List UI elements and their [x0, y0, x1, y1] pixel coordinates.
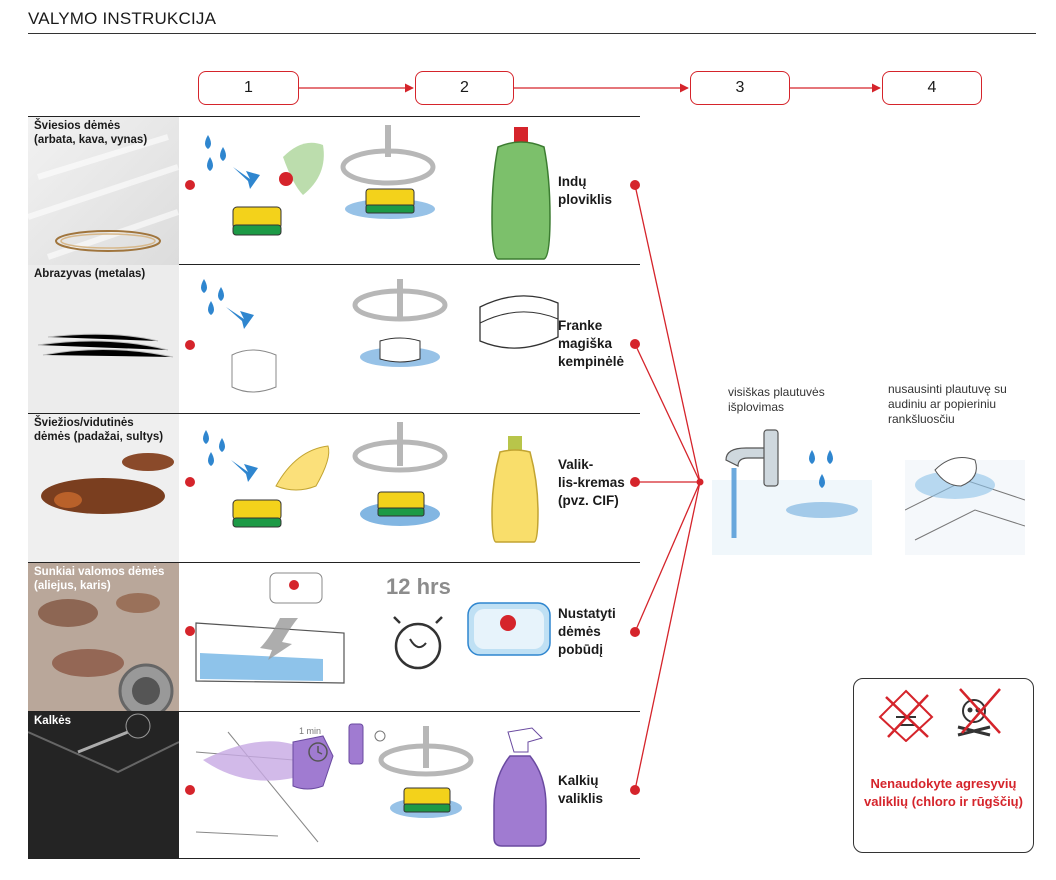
cloth-icon — [934, 457, 977, 487]
row1-illustration — [205, 125, 551, 260]
franke-sponge-icon — [479, 295, 559, 349]
photo-abrasive: Abrazyvas (metalas) — [28, 265, 179, 413]
dishwasher-tablet-icon — [467, 602, 551, 656]
faucet-icon — [725, 429, 779, 487]
title-divider — [28, 33, 1036, 34]
toxic-skull-icon — [957, 688, 1001, 737]
row-light-stains: Šviesios dėmės (arbata, kava, vynas) Ind… — [28, 117, 640, 265]
step1-dot — [185, 626, 195, 636]
row-abrasive-metal: Abrazyvas (metalas) Franke magiška kempi… — [28, 265, 640, 413]
warning-text: Nenaudokyte agresyvių valiklių (chloro i… — [864, 776, 1023, 809]
photo-heavy-stains: Sunkiai valomos dėmės (aliejus, karis) — [28, 563, 179, 711]
row-divider — [28, 711, 640, 712]
product-dot — [630, 477, 640, 487]
product-magic-sponge: Franke magiška kempinėlė — [558, 318, 625, 369]
magic-sponge-icon — [231, 349, 277, 393]
step4-text: nusausinti plautuvę su audiniu ar popier… — [888, 382, 1007, 426]
product-limescale-cleaner: Kalkių valiklis — [558, 773, 604, 806]
row3-illustration — [203, 422, 539, 543]
scrub-motion-icon — [340, 125, 436, 186]
step1-dot — [185, 785, 195, 795]
limescale-photo — [28, 712, 179, 858]
photo-light-stains: Šviesios dėmės (arbata, kava, vynas) — [28, 117, 179, 265]
step1-dot — [185, 477, 195, 487]
step-2-box: 2 — [415, 71, 514, 105]
water-drops-icon — [809, 450, 833, 488]
product-determine-stain: Nustatyti dėmės pobūdį — [558, 606, 616, 657]
row-label: Sunkiai valomos dėmės (aliejus, karis) — [34, 566, 165, 592]
step1-dot — [185, 180, 195, 190]
water-drops-icon — [203, 430, 225, 466]
page-title: VALYMO INSTRUKCIJA — [28, 9, 217, 28]
warning-box: Nenaudokyte agresyvių valiklių (chloro i… — [853, 678, 1034, 853]
row-heavy-stains: Sunkiai valomos dėmės (aliejus, karis) 1… — [28, 563, 640, 711]
row-divider — [28, 413, 640, 414]
sink-basin-icon — [195, 622, 345, 684]
rinse-sink-illustration — [712, 429, 872, 555]
water-drops-icon — [201, 279, 224, 315]
row-label: Abrazyvas (metalas) — [34, 268, 146, 280]
light-stain-photo — [28, 117, 179, 265]
step-2-label: 2 — [460, 79, 469, 96]
sponge-icon — [232, 499, 282, 528]
cleaner-bottle-small-icon — [348, 723, 386, 765]
step3-text: visiškas plautuvės išplovimas — [728, 385, 825, 414]
row-label: Šviežios/vidutinės dėmės (padažai, sulty… — [34, 417, 164, 443]
step-1-label: 1 — [244, 79, 253, 96]
abrasive-photo — [28, 265, 179, 413]
step-4-box: 4 — [882, 71, 982, 105]
dish-soap-bottle-icon — [491, 127, 551, 260]
sponge-icon — [232, 206, 282, 236]
product-dot — [630, 627, 640, 637]
stopwatch-icon — [308, 742, 328, 762]
row4-illustration — [195, 572, 551, 684]
water-drops-icon — [205, 135, 226, 171]
corrosive-hazard-icon — [878, 689, 934, 742]
row-label: Kalkės — [34, 715, 72, 727]
product-dish-soap: Indų ploviklis — [558, 174, 613, 207]
step-3-label: 3 — [735, 79, 745, 96]
row-label: Šviesios dėmės (arbata, kava, vynas) — [34, 120, 148, 146]
product-dot — [630, 180, 640, 190]
row5-illustration — [195, 723, 547, 847]
row-divider — [28, 858, 640, 859]
row-divider — [28, 116, 640, 117]
overnight-label: 12 hrs — [386, 574, 451, 599]
fresh-stain-photo — [28, 414, 179, 562]
arrow-icon — [233, 167, 260, 189]
scrub-motion-icon — [352, 422, 448, 473]
alarm-clock-icon — [393, 616, 443, 670]
row-divider — [28, 264, 640, 265]
photo-fresh-stains: Šviežios/vidutinės dėmės (padažai, sulty… — [28, 414, 179, 562]
dry-sink-illustration — [905, 457, 1025, 555]
product-cream-cleaner: Valik- lis-kremas (pvz. CIF) — [558, 457, 625, 508]
row-fresh-stains: Šviežios/vidutinės dėmės (padažai, sulty… — [28, 414, 640, 562]
photo-limescale: Kalkės — [28, 712, 179, 860]
row-limescale: Kalkės 1 min Kalkių valiklis — [28, 712, 640, 860]
heavy-stain-photo — [28, 563, 179, 711]
product-dot — [630, 339, 640, 349]
limescale-spray-bottle-icon — [493, 727, 547, 847]
row-divider — [28, 562, 640, 563]
step-3-box: 3 — [690, 71, 790, 105]
timer-label: 1 min — [299, 726, 322, 736]
arrow-icon — [226, 307, 254, 329]
product-dot — [630, 785, 640, 795]
step-1-box: 1 — [198, 71, 299, 105]
arrow-icon — [231, 460, 258, 482]
row2-illustration — [201, 279, 559, 393]
detergent-pour-icon — [283, 142, 324, 195]
arrow-icon — [260, 618, 298, 660]
scrub-motion-icon — [352, 279, 448, 322]
scrub-motion-icon — [378, 726, 474, 777]
step-4-label: 4 — [927, 79, 937, 96]
spray-surface-icon — [195, 731, 334, 843]
step1-dot — [185, 340, 195, 350]
cream-cleaner-bottle-icon — [491, 436, 539, 543]
cream-pour-icon — [275, 445, 330, 491]
